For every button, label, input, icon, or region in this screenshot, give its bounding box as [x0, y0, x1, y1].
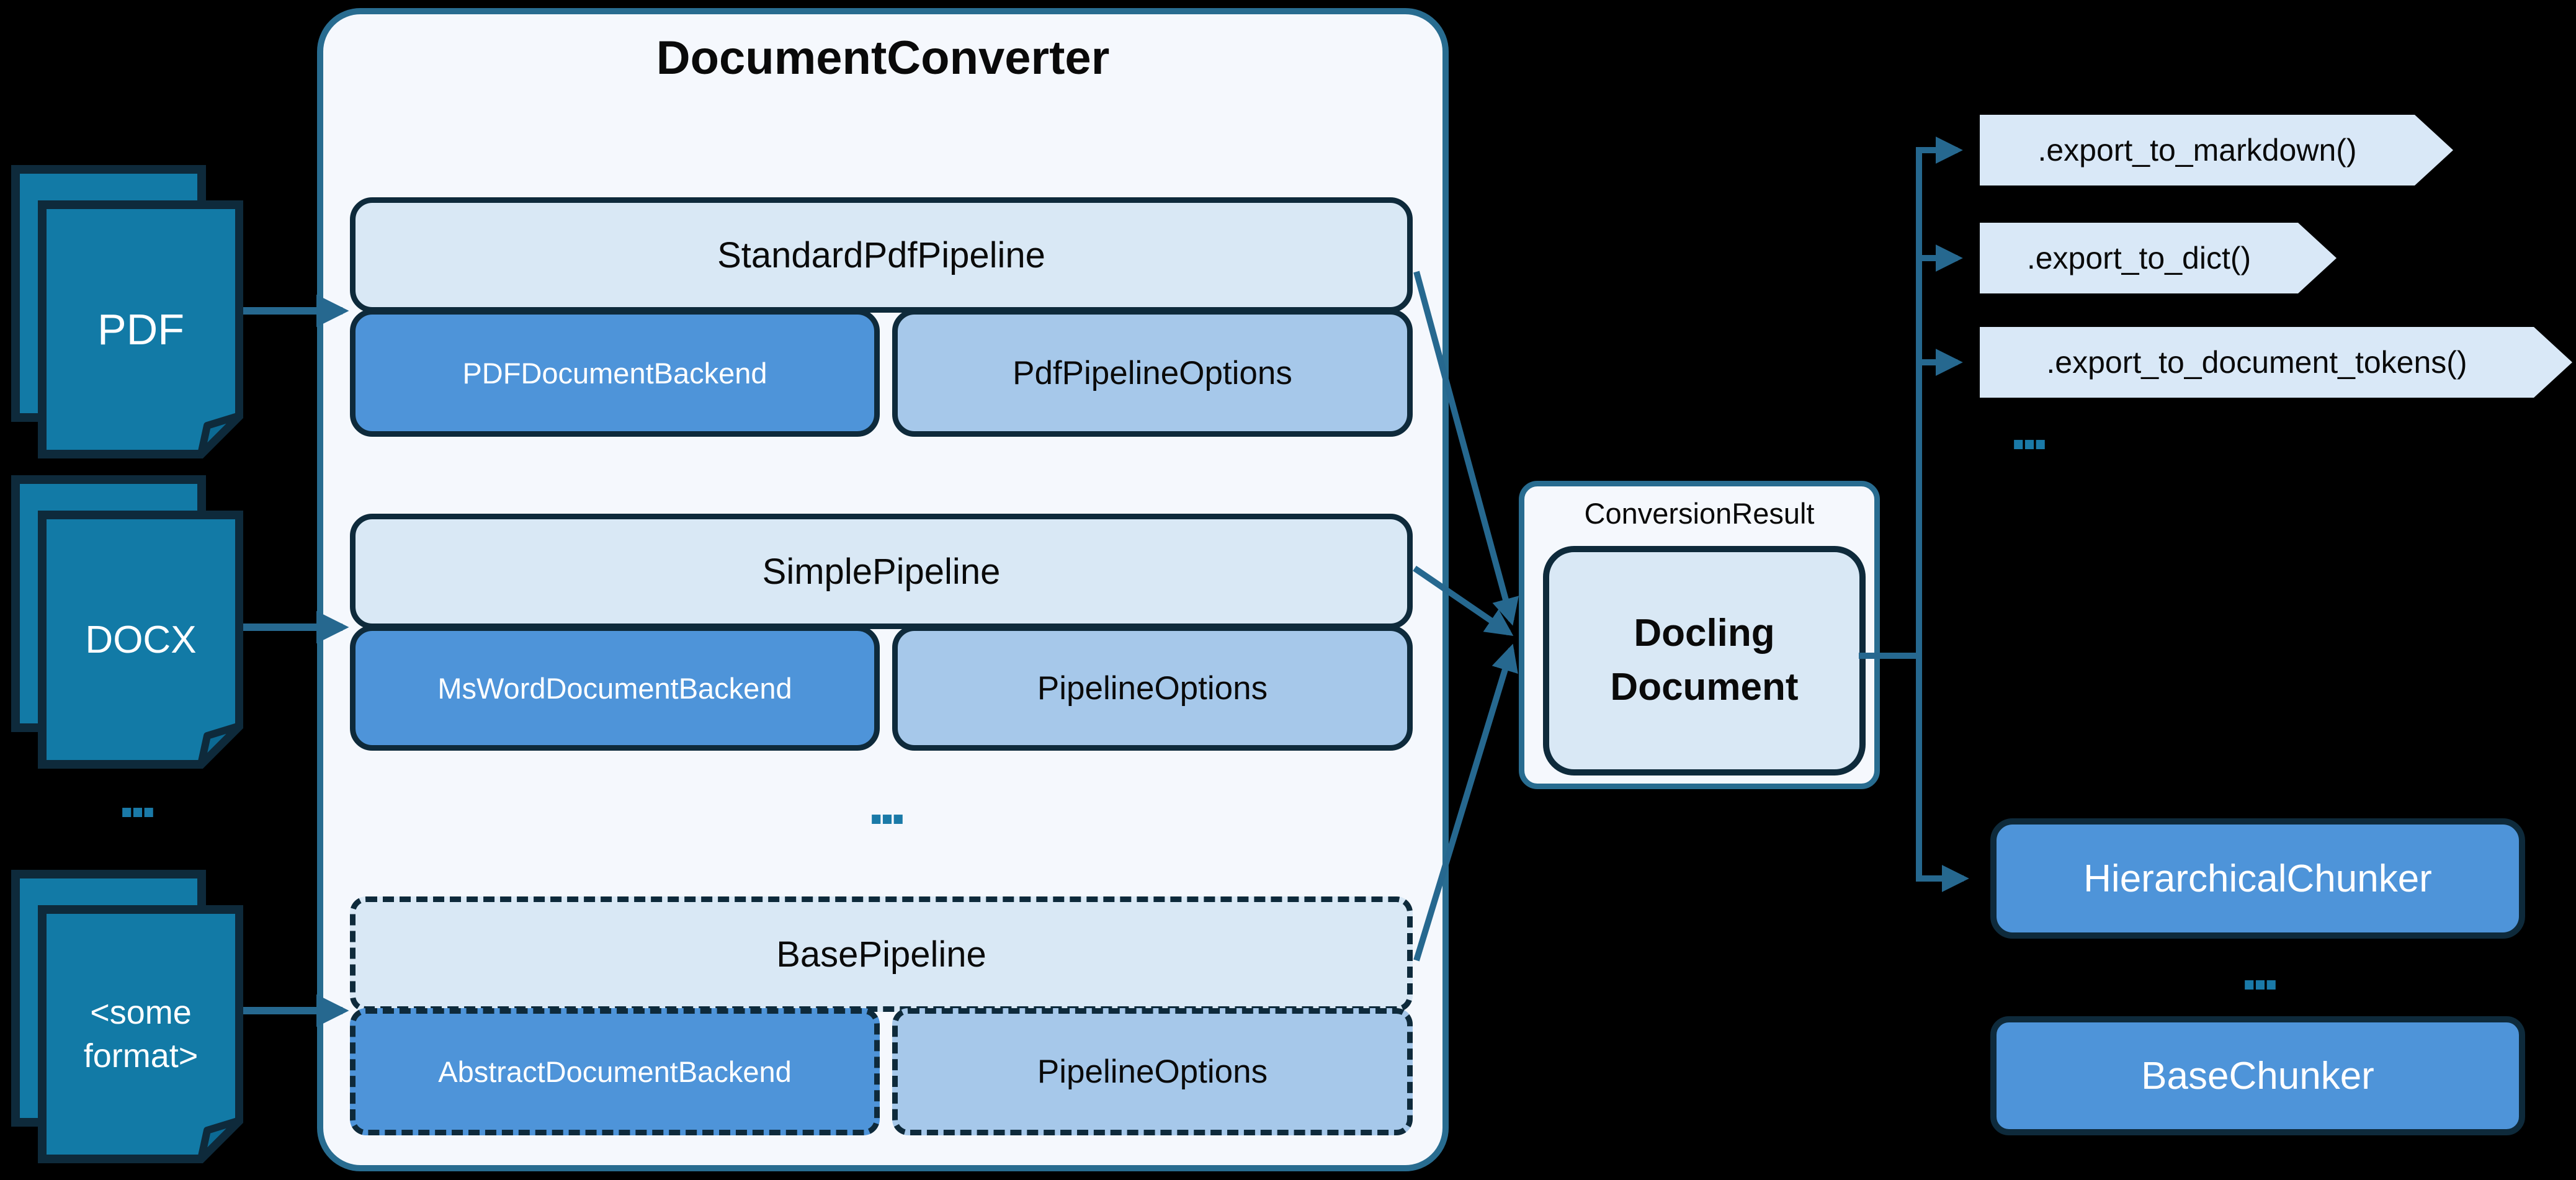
- document-stack-icon: [11, 870, 243, 1163]
- ellipsis-more-pipelines: ...: [867, 768, 906, 838]
- backend-box-abstractdocumentbackend: AbstractDocumentBackend: [350, 1008, 880, 1135]
- ellipsis-more-exports: ...: [2010, 393, 2049, 463]
- document-stack-icon: [11, 165, 243, 458]
- export-chevron-dict: .export_to_dict(): [1980, 223, 2337, 293]
- ellipsis-more-inputs: ...: [118, 761, 157, 831]
- options-box-pdfpipelineoptions: PdfPipelineOptions: [892, 309, 1413, 437]
- ellipsis-more-chunkers: ...: [2240, 934, 2279, 1003]
- input-label-docx: DOCX: [85, 618, 197, 661]
- document-converter-title: DocumentConverter: [656, 31, 1110, 84]
- export-chevron-markdown: .export_to_markdown(): [1980, 115, 2453, 185]
- pipeline-box-basepipeline: BasePipeline: [350, 896, 1413, 1012]
- input-doc-docx: DOCX: [11, 475, 243, 772]
- backend-box-pdfdocumentbackend: PDFDocumentBackend: [350, 309, 880, 437]
- conversion-result-label: ConversionResult: [1584, 497, 1815, 530]
- base-chunker-box: BaseChunker: [1990, 1016, 2525, 1135]
- document-stack-icon: [11, 475, 243, 769]
- pipeline-box-simplepipeline: SimplePipeline: [350, 514, 1413, 629]
- input-doc-some-format: <some format>: [11, 870, 243, 1166]
- input-label-pdf: PDF: [97, 305, 184, 354]
- export-chevron-document-tokens: .export_to_document_tokens(): [1980, 327, 2572, 398]
- docling-document-box: Docling Document: [1543, 546, 1866, 775]
- input-label-some-format: <some format>: [83, 993, 199, 1075]
- pipeline-box-standardpdfpipeline: StandardPdfPipeline: [350, 197, 1413, 313]
- options-box-base-pipelineoptions: PipelineOptions: [892, 1008, 1413, 1135]
- options-box-pipelineoptions: PipelineOptions: [892, 625, 1413, 751]
- hierarchical-chunker-box: HierarchicalChunker: [1990, 818, 2525, 939]
- conversion-result-box: ConversionResult Docling Document: [1519, 481, 1880, 789]
- backend-box-msworddocumentbackend: MsWordDocumentBackend: [350, 625, 880, 751]
- input-doc-pdf: PDF: [11, 165, 243, 462]
